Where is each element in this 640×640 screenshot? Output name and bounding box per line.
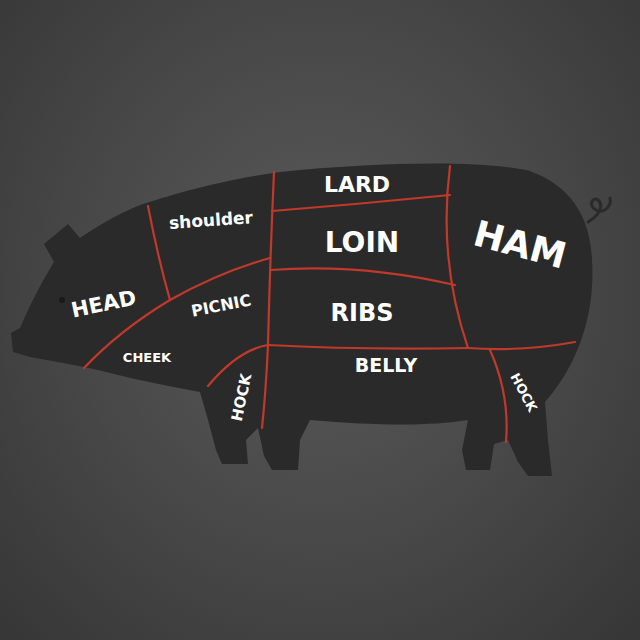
cut-label: HOCK [230, 372, 255, 422]
cut-label: HAM [470, 215, 570, 274]
cut-label: CHEEK [123, 351, 171, 364]
cut-label: HEAD [70, 287, 139, 321]
cut-label: LOIN [325, 229, 400, 257]
cut-label: LARD [324, 174, 390, 196]
cut-lines [84, 166, 575, 442]
pig-silhouette [11, 164, 592, 476]
tail [588, 198, 610, 222]
cut-label: RIBS [331, 301, 394, 325]
cut-label: BELLY [355, 356, 417, 375]
cut-label: HOCK [509, 371, 540, 414]
cut-label: shoulder [169, 209, 254, 232]
cut-label: PICNIC [190, 292, 252, 319]
eye [59, 297, 65, 303]
